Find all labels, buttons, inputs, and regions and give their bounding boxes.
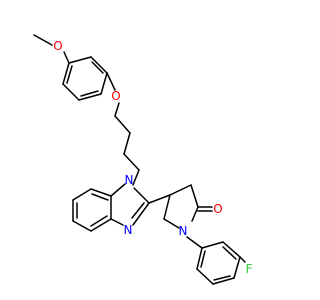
bond xyxy=(72,188,92,201)
oxygen-atom-label: O xyxy=(111,89,120,103)
bond xyxy=(148,194,171,204)
bond xyxy=(110,183,126,197)
bond xyxy=(90,188,112,197)
bond xyxy=(90,218,112,232)
bond xyxy=(132,202,150,226)
bond xyxy=(191,206,199,222)
bond xyxy=(90,215,108,227)
bond xyxy=(63,51,70,64)
bond xyxy=(91,61,104,74)
bond xyxy=(200,250,206,268)
bond xyxy=(212,277,235,285)
nitrogen-atom-label: N xyxy=(124,223,133,237)
bond xyxy=(110,218,124,226)
bond xyxy=(91,193,109,201)
bond xyxy=(190,184,199,208)
bond xyxy=(131,202,145,219)
methoxyphenyl-ring xyxy=(62,56,108,101)
bond xyxy=(62,83,80,101)
nitrogen-atom-label: N xyxy=(125,173,134,187)
bond xyxy=(123,132,131,155)
bond xyxy=(222,246,237,260)
oxygen-atom-label: O xyxy=(53,39,62,53)
butoxy-chain xyxy=(106,72,140,186)
bond xyxy=(222,241,241,258)
bond xyxy=(68,56,92,64)
bond xyxy=(123,153,140,171)
bond xyxy=(233,256,241,279)
nitrogen-atom-label: N xyxy=(179,224,188,238)
fluorine-atom-label: F xyxy=(246,262,253,276)
bond xyxy=(80,90,99,97)
bond xyxy=(72,220,92,232)
pyrrolidinone-ring xyxy=(148,184,213,229)
bond xyxy=(239,256,246,263)
bond xyxy=(78,93,102,101)
bond xyxy=(196,247,203,270)
bond xyxy=(114,115,131,134)
chemical-structure: O O N N O N F xyxy=(33,34,253,285)
bond xyxy=(33,34,53,46)
methoxy-group xyxy=(33,34,70,64)
bond xyxy=(213,275,231,281)
bond xyxy=(100,72,108,95)
bond xyxy=(169,184,192,196)
bond xyxy=(133,187,150,204)
bond xyxy=(106,72,116,91)
bond xyxy=(114,102,120,117)
bond xyxy=(66,65,73,84)
benzimidazole xyxy=(72,183,150,232)
bond xyxy=(186,236,203,249)
bond xyxy=(201,241,224,249)
bond xyxy=(90,56,108,74)
bond xyxy=(163,194,171,220)
bond xyxy=(196,268,214,285)
bond xyxy=(163,218,180,229)
bond xyxy=(62,62,70,85)
oxygen-atom-label: O xyxy=(213,202,222,216)
bond xyxy=(132,169,140,186)
fluorophenyl-ring xyxy=(186,236,246,285)
